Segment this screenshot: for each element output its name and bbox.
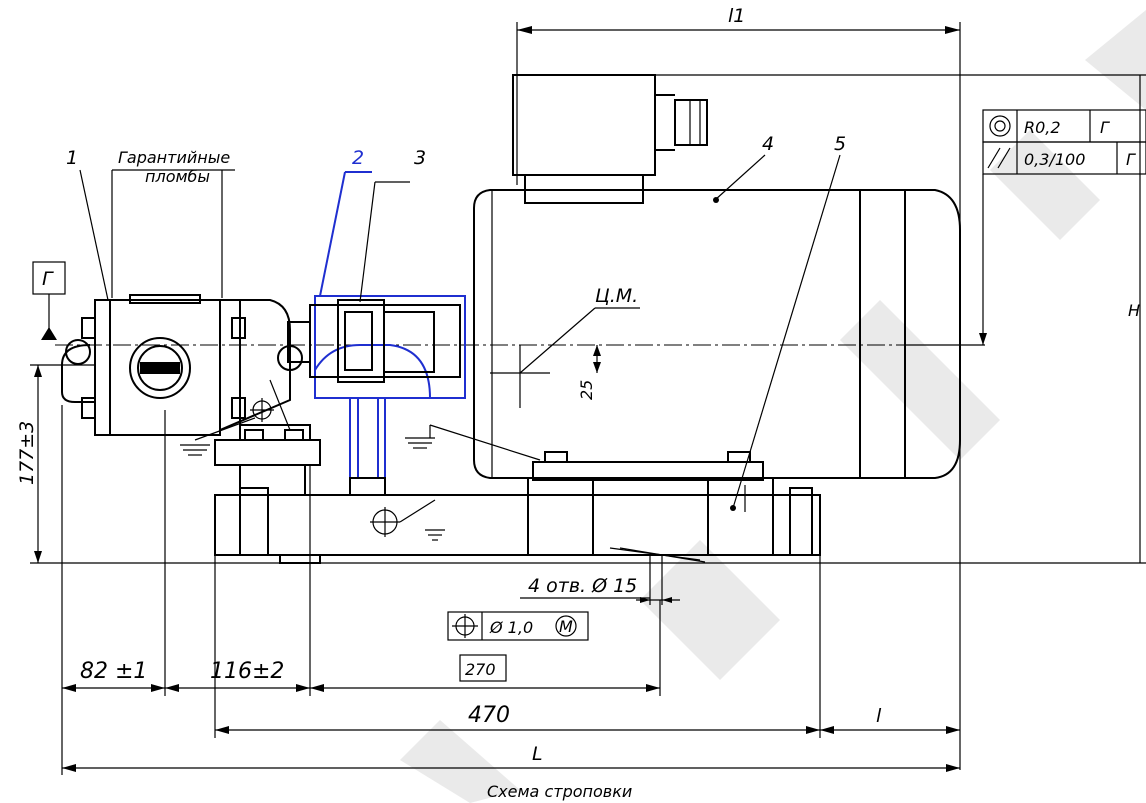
dim-l1-label: l1	[728, 5, 745, 27]
pos-3-label: 3	[414, 147, 426, 169]
runout-value: R0,2	[1024, 118, 1061, 137]
datum-marker: Г	[32, 261, 66, 340]
pos-1-label: 1	[66, 147, 78, 169]
parallelism-datum: Г	[1126, 150, 1136, 169]
warranty-label-1: Гарантийные	[118, 148, 230, 167]
coupling: 3	[277, 147, 461, 383]
dim-l-small-label: l	[876, 705, 882, 727]
datum-label: Г	[42, 268, 54, 290]
terminal-box	[512, 74, 708, 204]
tolerance-frame: R0,2 Г 0,3/100 Г	[979, 109, 1146, 345]
parallelism-value: 0,3/100	[1024, 150, 1085, 169]
pump: 1	[61, 147, 291, 436]
watermark	[400, 10, 1146, 803]
ground-symbols	[180, 398, 541, 541]
dim-177: 177±3	[16, 364, 1146, 564]
dim-470: 470 l	[214, 555, 960, 738]
pos-4-label: 4	[762, 133, 774, 155]
leader-5: 5	[730, 133, 846, 511]
dim-116-label: 116±2	[210, 659, 284, 684]
dim-270-label: 270	[465, 660, 496, 679]
dim-25-label: 25	[577, 380, 596, 400]
mmc-symbol: M	[559, 617, 573, 636]
pos-2-label: 2	[352, 147, 364, 169]
dim-H-label: H	[1128, 301, 1140, 320]
warranty-seals: Гарантийные пломбы	[111, 148, 235, 298]
dim-270: 270	[310, 600, 661, 696]
holes-label: 4 отв. Ø 15	[528, 575, 637, 597]
dim-L: L	[62, 743, 960, 772]
cm-label: Ц.М.	[595, 285, 638, 307]
center-of-mass: Ц.М. 25	[490, 285, 640, 408]
dim-L-label: L	[532, 743, 543, 765]
dim-82-label: 82 ±1	[80, 659, 147, 684]
dim-82-116: 82 ±1 116±2	[61, 405, 311, 775]
runout-datum: Г	[1100, 118, 1110, 137]
holes-callout: 4 отв. Ø 15 Ø 1,0 M	[447, 555, 680, 641]
position-tolerance: Ø 1,0	[489, 618, 533, 637]
dim-177-label: 177±3	[16, 421, 38, 485]
motor-body	[473, 189, 961, 479]
pos-5-label: 5	[834, 133, 846, 155]
dim-H: H	[655, 74, 1146, 563]
pump-bracket	[214, 379, 321, 496]
warranty-label-2: пломбы	[145, 167, 210, 186]
base-frame	[214, 451, 821, 564]
leader-4: 4	[713, 133, 774, 203]
dim-470-label: 470	[468, 703, 510, 728]
caption: Схема строповки	[487, 782, 632, 801]
